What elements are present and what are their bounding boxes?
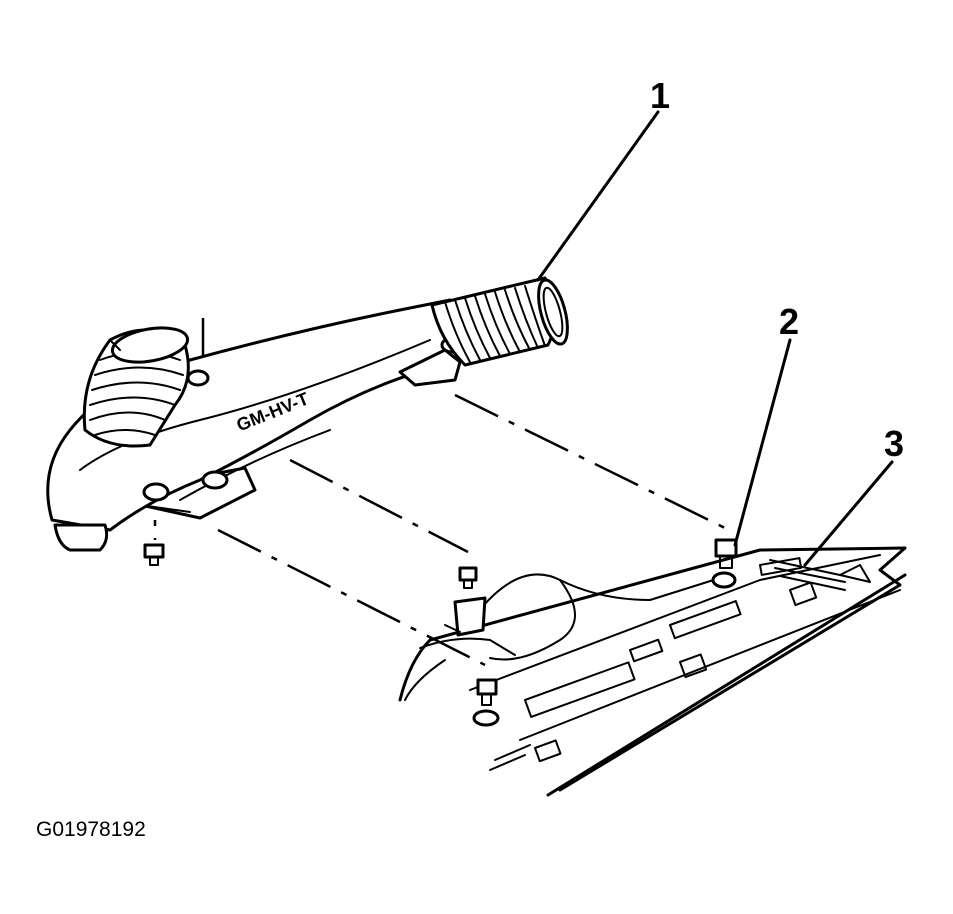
- callout-2: 2: [779, 301, 800, 342]
- left-bellows: [82, 326, 190, 448]
- bolt-part-2: [711, 538, 738, 589]
- nut-center: [458, 566, 478, 589]
- fasteners: [143, 538, 738, 727]
- figure-id-label: G01978192: [36, 818, 146, 841]
- callout-1: 1: [650, 75, 671, 116]
- leader-lines: [536, 110, 894, 567]
- nut-left-bottom: [143, 543, 165, 566]
- nut-lower: [472, 678, 500, 727]
- right-bellows: [430, 276, 569, 367]
- callout-3: 3: [884, 423, 905, 464]
- air-intake-duct: [46, 298, 472, 552]
- sensor-harness: [444, 573, 721, 661]
- radiator-support-panel: [398, 546, 907, 797]
